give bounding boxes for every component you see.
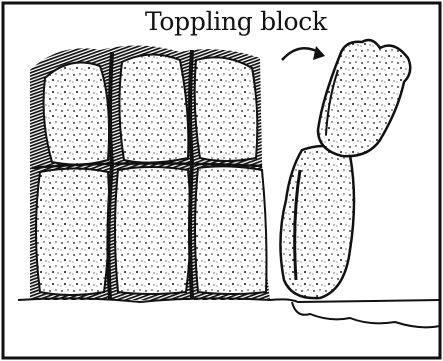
block-col3-lower [195, 166, 267, 294]
block-col1-upper [44, 62, 109, 164]
block-col3-upper [195, 57, 258, 161]
ground-surface [18, 298, 440, 302]
joint-line-2 [190, 50, 192, 298]
block-col1-lower [36, 169, 109, 296]
cliff-face [30, 45, 270, 300]
block-col2-lower [115, 167, 191, 294]
toppling-column [280, 40, 410, 298]
ground-profile [18, 298, 440, 327]
caption-toppling-block: Toppling block [145, 9, 327, 34]
toppling-block [318, 40, 410, 156]
ground-lower-surface [292, 302, 440, 327]
rotation-arrow-icon [282, 46, 325, 60]
block-col2-upper [119, 54, 188, 162]
toppling-column-base [280, 146, 354, 298]
